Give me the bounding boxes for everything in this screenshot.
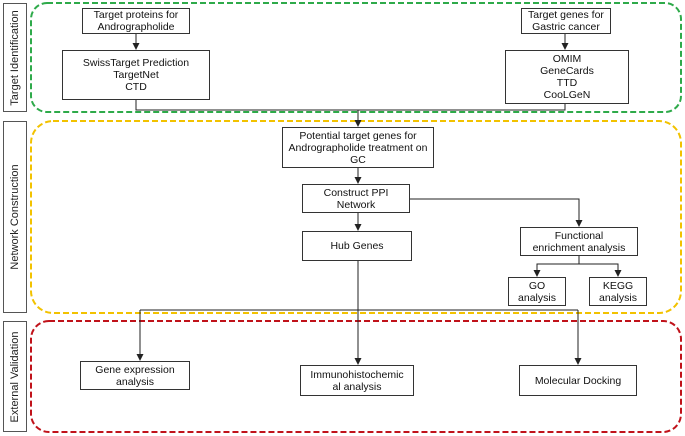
arrow-functional-to-go — [533, 256, 580, 277]
stage-frame-validation — [30, 320, 682, 433]
node-text-line: enrichment analysis — [532, 241, 626, 254]
stage-label-validation: External Validation — [3, 321, 27, 432]
node-text-line: Potential target genes for — [299, 129, 417, 142]
stage-frame-identification — [30, 2, 682, 113]
node-text-line: Target genes for — [528, 9, 604, 21]
node-text-line: Gastric cancer — [532, 21, 600, 33]
node-text-line: analysis — [116, 375, 154, 388]
node-text-line: Hub Genes — [330, 240, 384, 252]
node-text: Hub Genes — [330, 240, 383, 252]
node-text-line: GeneCards — [540, 65, 594, 77]
stage-label-construction: Network Construction — [3, 121, 27, 313]
node-text-line: SwissTarget Prediction — [82, 57, 190, 69]
node-text-line: CTD — [125, 81, 147, 93]
node-text-line: TargetNet — [113, 69, 159, 81]
node-text-line: analysis — [518, 291, 556, 304]
node-text-line: Molecular Docking — [534, 374, 622, 387]
node-text-line: Andrographolide treatment on — [288, 141, 428, 154]
node-text-line: al analysis — [332, 380, 382, 393]
node-text-line: Construct PPI — [323, 186, 389, 199]
node-text-line: Gene expression — [95, 363, 175, 376]
node-hub-genes: Hub Genes — [302, 231, 412, 261]
node-text-line: Andrographolide — [97, 21, 175, 33]
node-text-line: Immunohistochemic — [310, 368, 404, 381]
node-molecular-docking: Molecular Docking — [519, 365, 637, 396]
connector-merge-sources — [135, 100, 566, 111]
node-text-line: Network — [336, 198, 376, 211]
arrow-functional-to-kegg — [579, 263, 622, 277]
arrow-ppi-to-functional — [410, 198, 583, 227]
node-text-line: analysis — [599, 291, 637, 304]
node-text-line: OMIM — [552, 53, 582, 65]
node-text-line: Functional — [554, 229, 604, 242]
node-text-line: Target proteins for — [93, 9, 179, 21]
node-text-line: KEGG — [602, 279, 634, 292]
stage-label-identification: Target Identification — [3, 3, 27, 112]
node-text-line: TTD — [556, 77, 578, 89]
node-text-line: GO — [528, 279, 546, 292]
node-text-line: GC — [350, 153, 366, 166]
node-text: Molecular Docking — [535, 375, 621, 387]
node-text-line: CooLGeN — [543, 89, 591, 101]
